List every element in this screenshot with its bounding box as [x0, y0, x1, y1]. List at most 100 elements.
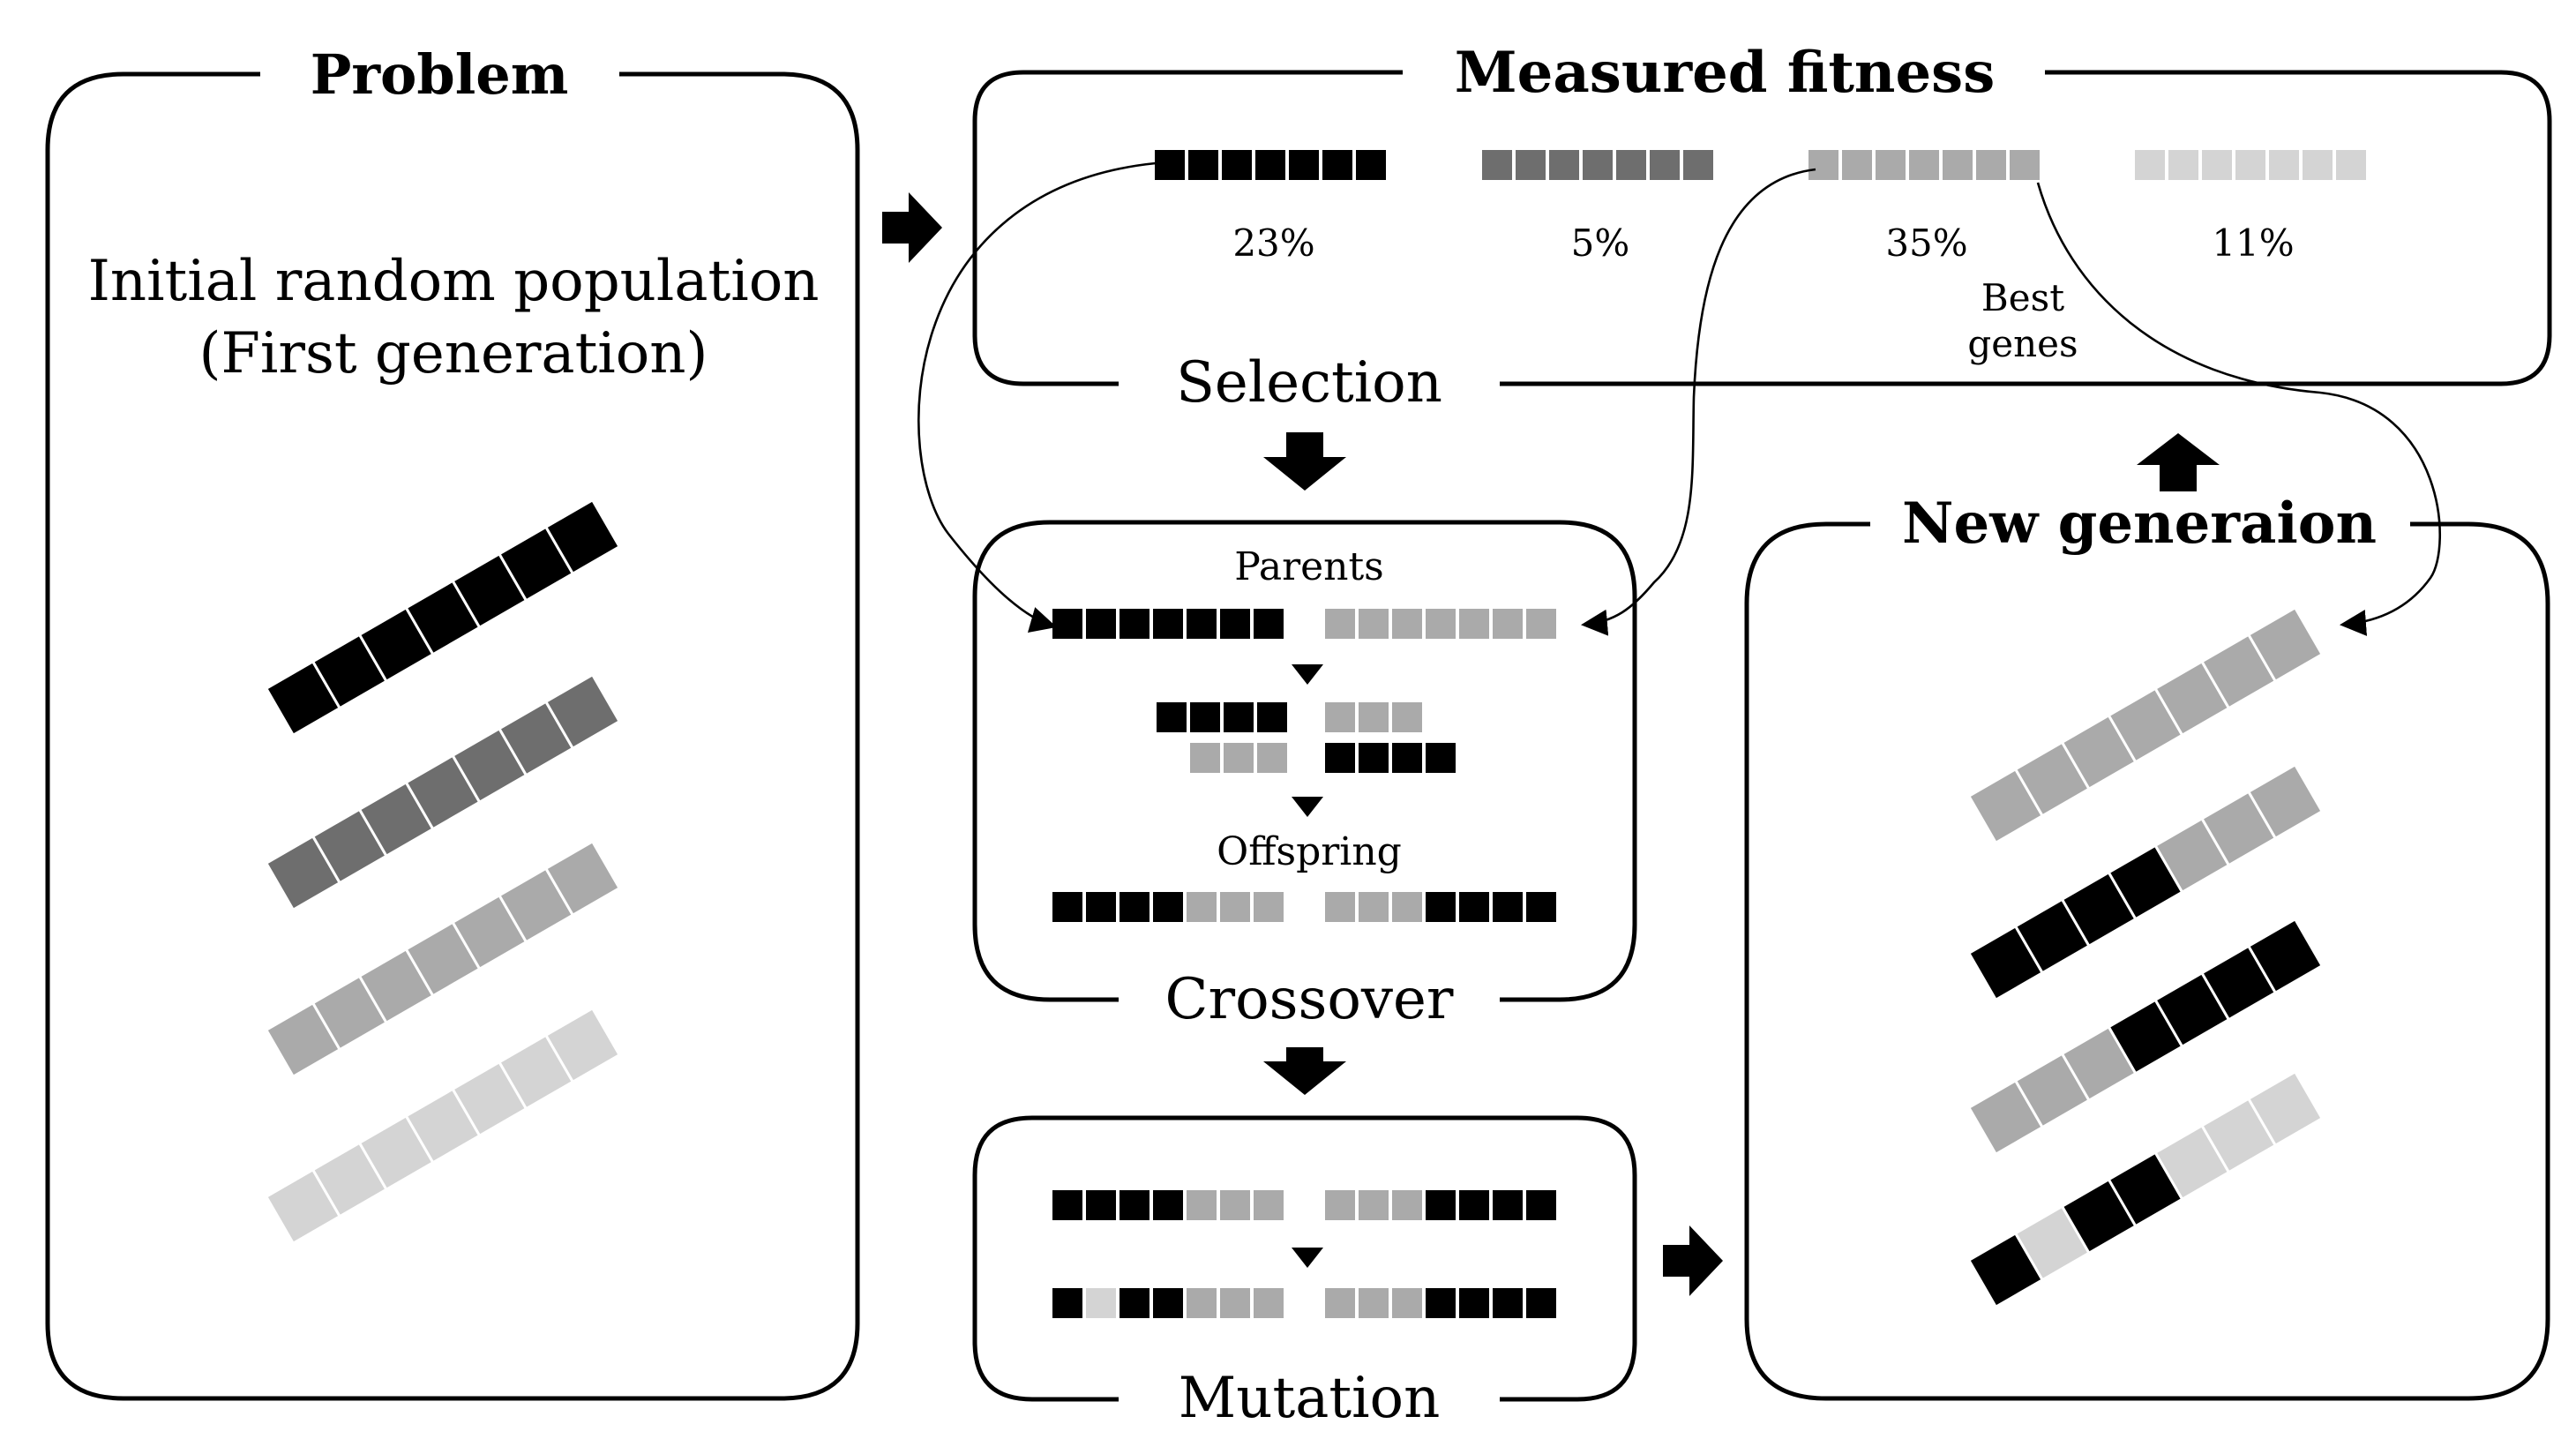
selection-label: Selection — [1176, 350, 1442, 416]
initial-chromosome-4-gene-7 — [543, 1006, 622, 1084]
split-b-left-gene-2 — [1224, 743, 1254, 773]
parent-b-gene-6 — [1493, 609, 1523, 639]
fitness-chromosome-4-gene-2 — [2168, 150, 2198, 180]
fitness-chromosome-3-gene-4 — [1909, 150, 1939, 180]
new-generation-panel-border — [1744, 521, 2550, 1401]
fitness-chromosome-1 — [1155, 150, 1386, 180]
offspring-b-gene-1 — [1325, 892, 1355, 922]
parent-b-gene-4 — [1426, 609, 1456, 639]
initial-chromosome-2-gene-7 — [543, 672, 622, 751]
crossover-genes — [1052, 609, 1556, 922]
split-a-right-gene-1 — [1325, 702, 1355, 732]
mutation-after-b-gene-2 — [1359, 1288, 1389, 1318]
parent-a — [1052, 609, 1284, 639]
small-arrow-2-icon — [1292, 797, 1323, 817]
mutation-before-b-gene-3 — [1392, 1190, 1422, 1220]
new-chromosome-2-gene-7 — [2246, 762, 2325, 841]
split-a-right-gene-3 — [1392, 702, 1422, 732]
arrow-crossover-down-icon — [1263, 1047, 1346, 1095]
crossover-panel: Parents Offspring — [972, 520, 1637, 1002]
mutation-after-a-gene-7 — [1254, 1288, 1284, 1318]
offspring-b-gene-5 — [1459, 892, 1489, 922]
parent-a-gene-3 — [1120, 609, 1149, 639]
fitness-percent-4: 11% — [2212, 221, 2294, 265]
mutation-before-a-gene-3 — [1120, 1190, 1149, 1220]
new-chromosome-1 — [1966, 605, 2325, 845]
fitness-chromosome-1-gene-4 — [1255, 150, 1285, 180]
split-a-left-gene-1 — [1157, 702, 1187, 732]
parent-b-gene-3 — [1392, 609, 1422, 639]
small-arrow-3-icon — [1292, 1248, 1323, 1268]
initial-chromosome-3-gene-7 — [543, 839, 622, 918]
parent-b — [1325, 609, 1556, 639]
fitness-chromosomes — [1155, 150, 2366, 180]
new-chromosome-3-gene-7 — [2246, 917, 2325, 995]
split-b-left — [1190, 743, 1287, 773]
mutation-before-b-gene-6 — [1493, 1190, 1523, 1220]
offspring-b-gene-6 — [1493, 892, 1523, 922]
fitness-chromosome-4-gene-5 — [2269, 150, 2299, 180]
fitness-chromosome-4-gene-7 — [2336, 150, 2366, 180]
mutation-before-b-gene-1 — [1325, 1190, 1355, 1220]
mutation-after-a-gene-4 — [1153, 1288, 1183, 1318]
mutation-panel — [972, 1115, 1637, 1402]
arrow-to-fitness-icon — [882, 192, 942, 263]
offspring-a-gene-3 — [1120, 892, 1149, 922]
fitness-chromosome-3-gene-3 — [1876, 150, 1906, 180]
offspring-b-gene-4 — [1426, 892, 1456, 922]
fitness-chromosome-3-gene-7 — [2010, 150, 2040, 180]
fitness-chromosome-1-gene-6 — [1322, 150, 1352, 180]
parents-label: Parents — [1234, 544, 1384, 589]
new-generation-title: New generaion — [1902, 491, 2377, 557]
mutation-before-a-gene-6 — [1220, 1190, 1250, 1220]
mutation-before-b-gene-5 — [1459, 1190, 1489, 1220]
new-chromosome-4 — [1966, 1069, 2325, 1309]
split-a-left-gene-4 — [1257, 702, 1287, 732]
fitness-title: Measured fitness — [1455, 40, 1995, 106]
best-genes-arrow — [2036, 182, 2442, 636]
fitness-chromosome-2-gene-3 — [1549, 150, 1579, 180]
mutation-before-a-gene-1 — [1052, 1190, 1082, 1220]
fitness-chromosome-3-gene-6 — [1976, 150, 2006, 180]
fitness-chromosome-3 — [1808, 150, 2040, 180]
fitness-chromosome-4-gene-1 — [2135, 150, 2165, 180]
mutation-before-b-gene-7 — [1526, 1190, 1556, 1220]
fitness-chromosome-2-gene-4 — [1583, 150, 1613, 180]
mutation-before-a — [1052, 1190, 1284, 1220]
offspring-b-gene-7 — [1526, 892, 1556, 922]
offspring-b-gene-2 — [1359, 892, 1389, 922]
selection-arrow-middle — [1581, 168, 1816, 636]
split-b-left-gene-3 — [1257, 743, 1287, 773]
initial-chromosome-3 — [264, 839, 622, 1079]
fitness-chromosome-3-gene-1 — [1808, 150, 1838, 180]
fitness-chromosome-2-gene-5 — [1616, 150, 1646, 180]
problem-title: Problem — [311, 42, 569, 107]
split-b-left-gene-1 — [1190, 743, 1220, 773]
mutation-before-b-gene-2 — [1359, 1190, 1389, 1220]
best-genes-label-line1: Best — [1981, 276, 2064, 319]
split-b-right-gene-1 — [1325, 743, 1355, 773]
fitness-chromosome-4 — [2135, 150, 2366, 180]
split-b-right-gene-2 — [1359, 743, 1389, 773]
mutation-before-a-gene-7 — [1254, 1190, 1284, 1220]
fitness-chromosome-3-gene-5 — [1943, 150, 1973, 180]
offspring-a-gene-4 — [1153, 892, 1183, 922]
parent-b-gene-1 — [1325, 609, 1355, 639]
split-b-right-gene-4 — [1426, 743, 1456, 773]
fitness-chromosome-1-gene-5 — [1289, 150, 1319, 180]
arrow-up-to-fitness-icon — [2137, 433, 2220, 491]
mutation-after-b-gene-1 — [1325, 1288, 1355, 1318]
mutation-before-b-gene-4 — [1426, 1190, 1456, 1220]
offspring-a-gene-1 — [1052, 892, 1082, 922]
fitness-chromosome-1-gene-7 — [1356, 150, 1386, 180]
fitness-chromosome-1-gene-1 — [1155, 150, 1185, 180]
mutation-after-b — [1325, 1288, 1556, 1318]
fitness-percent-1: 23% — [1232, 221, 1314, 265]
problem-description-line2: (First generation) — [199, 321, 708, 386]
mutation-after-a-gene-3 — [1120, 1288, 1149, 1318]
mutation-after-b-gene-4 — [1426, 1288, 1456, 1318]
crossover-panel-border — [972, 520, 1637, 1002]
initial-chromosome-2 — [264, 672, 622, 912]
parent-a-gene-6 — [1220, 609, 1250, 639]
parent-a-gene-1 — [1052, 609, 1082, 639]
